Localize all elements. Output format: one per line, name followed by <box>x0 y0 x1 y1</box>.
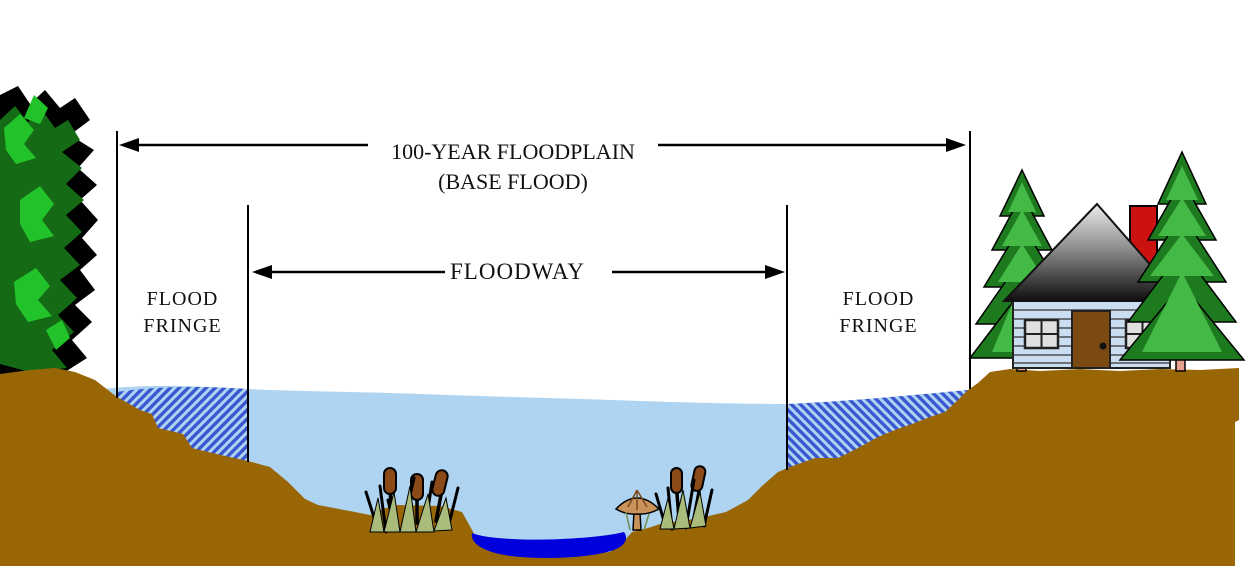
roof <box>1001 202 1185 302</box>
mushroom-plant <box>614 489 661 531</box>
floodplain-label-line2: (BASE FLOOD) <box>438 169 588 194</box>
left-tree <box>0 86 98 384</box>
floodway-extent-arrow <box>252 265 785 279</box>
floodplain-label: 100-YEAR FLOODPLAIN (BASE FLOOD) <box>313 137 713 197</box>
floodway-label-text: FLOODWAY <box>450 259 585 284</box>
window-left <box>1023 318 1060 350</box>
floodway-label: FLOODWAY <box>248 259 787 285</box>
channel-pond <box>471 532 627 558</box>
flood-fringe-right-label: FLOOD FRINGE <box>789 286 968 340</box>
door <box>1071 310 1111 369</box>
terrain <box>0 368 1239 566</box>
door-knob <box>1099 342 1107 350</box>
cattails-left <box>364 467 460 534</box>
pine-tree-right <box>1118 150 1246 372</box>
cattails-right <box>654 465 714 531</box>
flood-fringe-left-line1: FLOOD <box>146 288 219 310</box>
flood-fringe-left-line2: FRINGE <box>143 315 222 337</box>
flood-fringe-right-line2: FRINGE <box>839 315 918 337</box>
floodplain-label-line1: 100-YEAR FLOODPLAIN <box>391 139 635 164</box>
flood-fringe-left-label: FLOOD FRINGE <box>117 286 248 340</box>
flood-fringe-right-line1: FLOOD <box>842 288 915 310</box>
floodplain-extent-arrow <box>119 138 966 152</box>
